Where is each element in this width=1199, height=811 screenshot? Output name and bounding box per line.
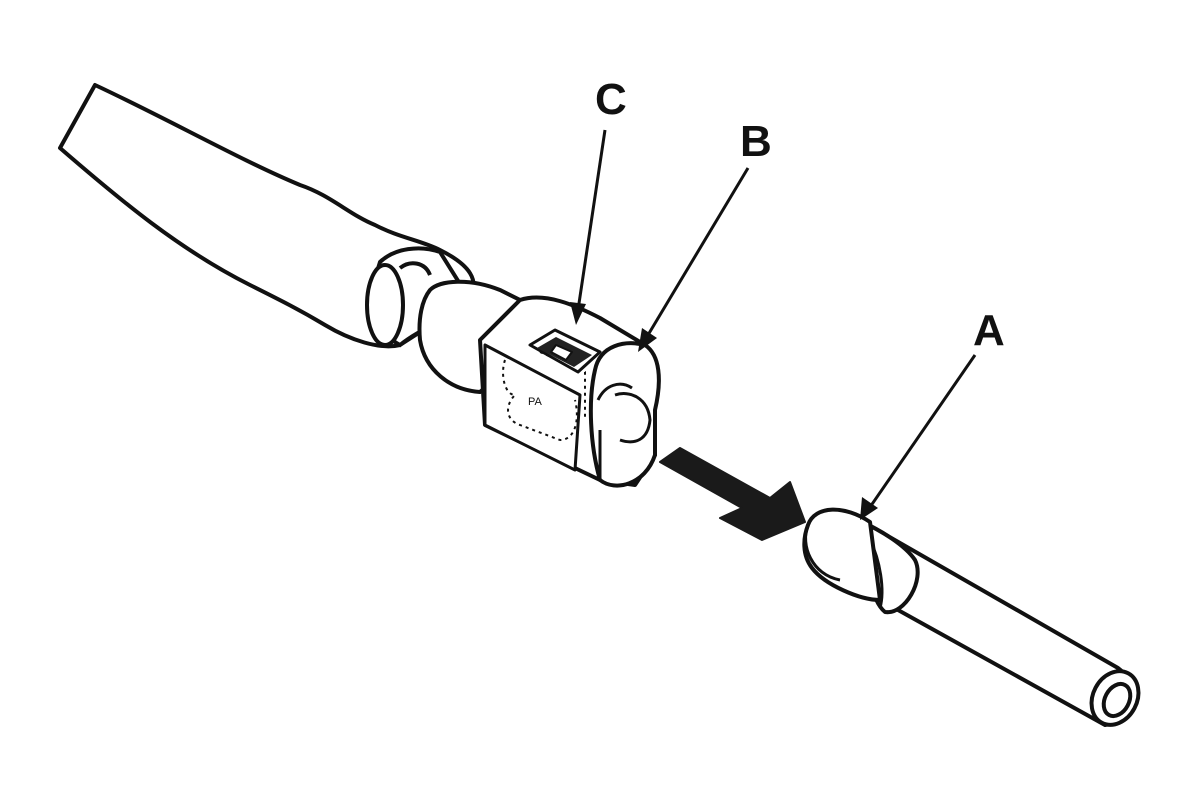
callout-a: A bbox=[973, 306, 1005, 355]
leader-a-arrowhead bbox=[860, 497, 878, 520]
callout-b: B bbox=[740, 117, 772, 166]
callout-leaders bbox=[570, 129, 977, 520]
disconnect-direction-arrow bbox=[659, 447, 806, 541]
leader-c bbox=[576, 129, 607, 311]
svg-text:PA: PA bbox=[528, 396, 543, 408]
leader-c-arrowhead bbox=[570, 302, 586, 325]
hose-sleeve bbox=[365, 246, 473, 348]
fuel-pipe bbox=[802, 507, 1141, 727]
leader-b-arrowhead bbox=[638, 328, 657, 352]
leader-b bbox=[643, 167, 750, 341]
quick-connector-body: PA bbox=[478, 295, 661, 488]
callout-c: C bbox=[595, 75, 627, 124]
leader-a bbox=[866, 354, 977, 511]
